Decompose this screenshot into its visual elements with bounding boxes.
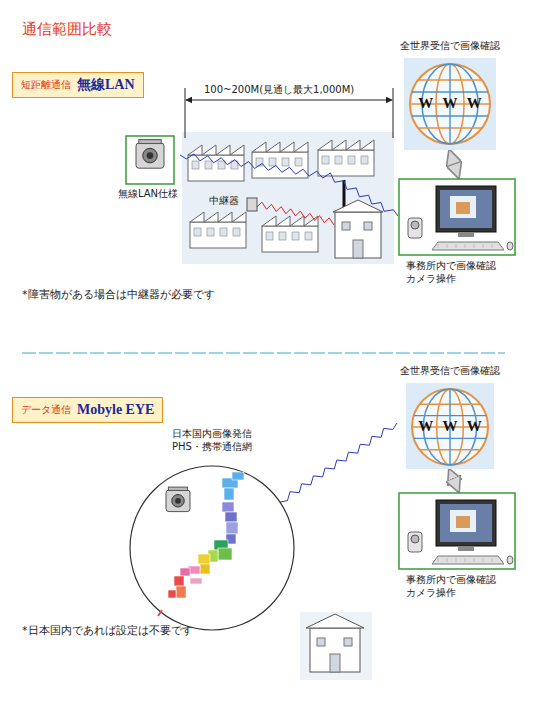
globe-node: 全世界受信で画像確認 W W W — [395, 365, 505, 469]
radio-link — [280, 423, 397, 502]
node-text: 事務所内で画像確認 カメラ操作 — [406, 260, 502, 285]
node-text: 無線LAN仕様 — [116, 188, 180, 201]
globe-node: 全世界受信で画像確認 W W W — [395, 40, 505, 150]
office-building — [300, 612, 372, 680]
map-picture — [122, 428, 302, 633]
data-link-arrow — [450, 471, 458, 490]
site-ground — [182, 132, 394, 264]
node-text: 全世界受信で画像確認 — [395, 40, 505, 53]
dimension-label: 100~200M(見通し最大1,000M) — [204, 84, 354, 97]
node-text: データ通信 — [21, 404, 71, 417]
node-subtext: W W W — [395, 94, 505, 113]
relay-label: 中継器 — [207, 195, 241, 208]
relay-device — [247, 198, 334, 225]
node-text: 日本国内画像発信 PHS・携帯通信網 — [160, 428, 264, 453]
node-subtext: 無線LAN — [77, 76, 135, 94]
header-node: データ通信 Mobyle EYE — [12, 397, 163, 423]
pc-node: 事務所内で画像確認 カメラ操作 — [398, 492, 518, 604]
data-link-arrow — [450, 152, 458, 176]
section-divider — [22, 352, 505, 354]
node-text: 事務所内で画像確認 カメラ操作 — [406, 574, 502, 599]
dimension-line — [185, 88, 393, 138]
globe-picture — [395, 365, 505, 469]
camera-node: 無線LAN仕様 — [116, 135, 180, 205]
header-node: 短距離通信無線LAN — [12, 72, 144, 98]
note: *日本国内であれば設定は不要です — [22, 624, 193, 638]
map-node: 日本国内画像発信 PHS・携帯通信網 — [122, 428, 302, 633]
node-text: 短距離通信 — [21, 79, 71, 92]
node-subtext: W W W — [395, 417, 505, 436]
radio-link — [180, 154, 398, 216]
title: 通信範囲比較 — [22, 20, 112, 39]
pc-node: 事務所内で画像確認 カメラ操作 — [398, 178, 518, 290]
node-subtext: Mobyle EYE — [77, 401, 154, 419]
node-text: 全世界受信で画像確認 — [395, 365, 505, 378]
note: *障害物がある場合は中継器が必要です — [22, 288, 215, 302]
